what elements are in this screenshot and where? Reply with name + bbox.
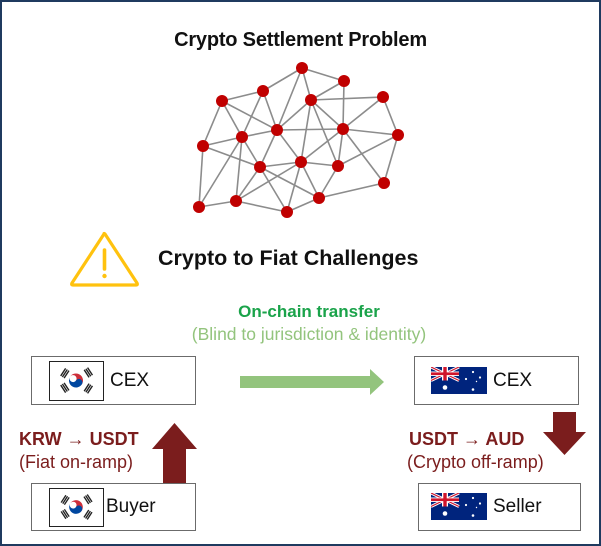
off-ramp-conversion: USDT → AUD xyxy=(409,429,525,449)
network-edge xyxy=(310,96,384,101)
australia-cex-label: CEX xyxy=(493,370,533,391)
network-edge xyxy=(202,136,243,147)
network-node xyxy=(313,192,325,204)
network-node xyxy=(230,195,242,207)
network-node xyxy=(216,95,228,107)
network-edge xyxy=(235,161,302,202)
network-edge xyxy=(276,67,303,131)
network-edge xyxy=(382,96,399,136)
network-edge xyxy=(221,90,264,102)
network-edge xyxy=(198,145,204,208)
network-edge xyxy=(342,96,384,130)
south-korea-flag-icon xyxy=(49,488,104,527)
network-edge xyxy=(276,99,312,131)
network-edge xyxy=(337,134,399,167)
network-edge xyxy=(235,136,243,202)
network-edge xyxy=(318,182,385,199)
network-node xyxy=(378,177,390,189)
network-node xyxy=(305,94,317,106)
network-node xyxy=(257,85,269,97)
network-edge xyxy=(301,67,345,82)
australia-cex-box: CEX xyxy=(414,356,579,405)
network-node xyxy=(271,124,283,136)
network-edge xyxy=(300,99,312,163)
network-edge xyxy=(310,80,345,101)
on-ramp-conversion: KRW → USDT xyxy=(19,429,139,449)
network-edge xyxy=(235,200,288,213)
onchain-transfer-note: (Blind to jurisdiction & identity) xyxy=(191,324,427,344)
network-edge xyxy=(262,67,303,92)
seller-label: Seller xyxy=(493,496,542,517)
buyer-label: Buyer xyxy=(106,496,156,517)
network-edge xyxy=(300,161,320,199)
network-edge xyxy=(342,128,399,136)
korea-cex-box: CEX xyxy=(31,356,196,405)
network-edge xyxy=(259,166,320,199)
network-edge xyxy=(276,129,302,163)
network-edge xyxy=(342,128,385,184)
on-ramp-up-arrow xyxy=(152,423,197,483)
network-edge xyxy=(259,161,302,168)
network-node xyxy=(236,131,248,143)
network-edge xyxy=(221,100,278,131)
network-node xyxy=(377,91,389,103)
buyer-box: Buyer xyxy=(31,483,196,531)
on-ramp-note: (Fiat on-ramp) xyxy=(19,452,134,472)
network-node xyxy=(392,129,404,141)
network-node xyxy=(197,140,209,152)
network-node xyxy=(296,62,308,74)
network-edge xyxy=(310,99,344,130)
network-edge xyxy=(318,165,339,199)
network-edges xyxy=(198,67,399,213)
australia-flag-icon xyxy=(431,367,487,394)
network-node xyxy=(337,123,349,135)
network-edge xyxy=(383,134,399,184)
onchain-transfer-label: On-chain transfer xyxy=(238,302,380,321)
south-korea-flag-icon xyxy=(49,361,104,401)
network-edge xyxy=(241,90,264,138)
network-node xyxy=(338,75,350,87)
network-edge xyxy=(286,161,302,213)
network-node xyxy=(193,201,205,213)
network-edge xyxy=(198,136,243,208)
network-edge xyxy=(221,100,243,138)
network-edge xyxy=(259,166,288,213)
diagram-title: Crypto Settlement Problem xyxy=(174,29,427,51)
off-ramp-down-arrow xyxy=(543,412,586,455)
seller-box: Seller xyxy=(418,483,581,531)
network-edge xyxy=(235,166,261,202)
onchain-transfer-arrow xyxy=(240,369,384,395)
network-edge xyxy=(276,128,344,131)
warning-triangle-icon xyxy=(70,231,139,287)
korea-cex-label: CEX xyxy=(110,370,150,391)
challenges-heading: Crypto to Fiat Challenges xyxy=(158,246,419,270)
network-edge xyxy=(202,100,223,147)
network-edge xyxy=(300,128,344,163)
blockchain-network-graph xyxy=(193,62,404,218)
network-edge xyxy=(300,161,339,167)
network-edge xyxy=(198,200,237,208)
network-node xyxy=(295,156,307,168)
australia-flag-icon xyxy=(431,493,487,520)
off-ramp-note: (Crypto off-ramp) xyxy=(407,452,544,472)
network-edge xyxy=(342,80,345,130)
network-nodes xyxy=(193,62,404,218)
network-edge xyxy=(337,128,344,167)
network-node xyxy=(281,206,293,218)
network-edge xyxy=(202,145,261,168)
network-edge xyxy=(310,99,339,167)
network-edge xyxy=(262,90,278,131)
network-node xyxy=(332,160,344,172)
network-edge xyxy=(259,129,278,168)
network-node xyxy=(254,161,266,173)
